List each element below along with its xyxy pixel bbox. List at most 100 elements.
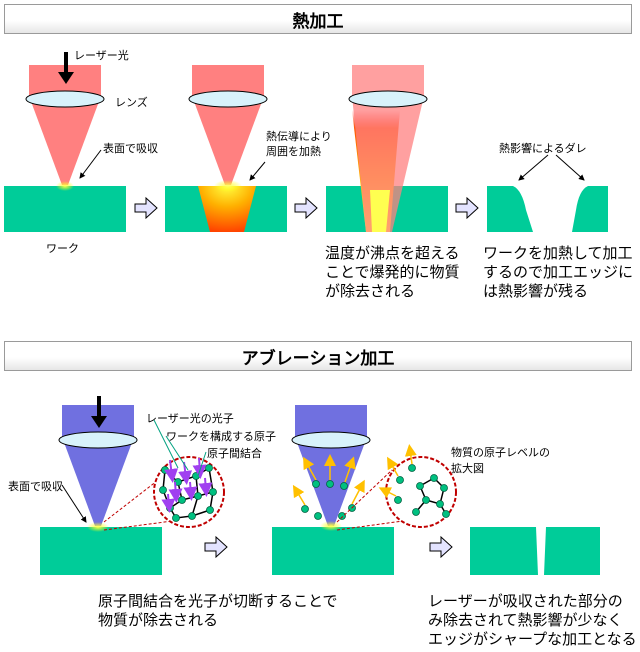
work-block bbox=[272, 527, 394, 575]
haz-pointer bbox=[518, 154, 549, 181]
boil-caption-line1: 温度が沸点を超える bbox=[325, 244, 460, 262]
lens-icon bbox=[25, 90, 105, 108]
laser-arrow-head-icon bbox=[91, 416, 107, 428]
atoms bbox=[394, 464, 450, 518]
atom-dot bbox=[412, 508, 420, 516]
result-caption-line2: するので加工エッジに bbox=[483, 263, 634, 281]
heated-zone bbox=[198, 186, 256, 232]
haz-pointer bbox=[555, 154, 585, 181]
atom-dot bbox=[159, 486, 167, 494]
zoom-guide bbox=[103, 519, 181, 531]
photon-arrow bbox=[183, 481, 198, 501]
ablation-result-line1: レーザーが吸収された部分の bbox=[428, 592, 623, 610]
ablation-stage-1 bbox=[40, 396, 225, 575]
zoom-guide bbox=[336, 519, 411, 531]
atom-dot bbox=[194, 492, 202, 500]
bond-caption-line2: 物質が除去される bbox=[98, 611, 219, 629]
result-caption-line1: ワークを加熱して加工 bbox=[483, 244, 633, 262]
heat-label-line1: 熱伝導により bbox=[266, 130, 332, 143]
absorb-spot bbox=[87, 522, 109, 532]
magnified-label-line2: 拡大図 bbox=[451, 462, 484, 475]
atom-dot bbox=[188, 512, 196, 520]
absorb-label: 表面で吸収 bbox=[103, 142, 158, 155]
next-arrow-icon bbox=[294, 196, 318, 220]
magnified-label-line1: 物質の原子レベルの bbox=[451, 446, 550, 459]
ablation-section-title: アブレーション加工 bbox=[4, 341, 632, 371]
atom-dot bbox=[394, 496, 402, 504]
photon-arrow bbox=[164, 459, 179, 483]
next-arrow-icon bbox=[429, 535, 453, 559]
ejected-arrows bbox=[378, 444, 417, 499]
atom-dot bbox=[338, 512, 346, 520]
photon-arrow bbox=[161, 493, 176, 513]
atom-dot bbox=[301, 505, 309, 513]
atom-dot bbox=[326, 480, 334, 488]
work-right-part bbox=[572, 186, 608, 232]
ablation-stage-2 bbox=[272, 405, 457, 575]
atom-dot bbox=[178, 496, 186, 504]
next-arrow-icon bbox=[134, 196, 158, 220]
atom-dot bbox=[172, 514, 180, 522]
ejected-atoms bbox=[292, 454, 365, 506]
heat-label-line2: 周囲を加熱 bbox=[266, 145, 321, 158]
atom-dot bbox=[166, 504, 174, 512]
thermal-section-title: 熱加工 bbox=[4, 4, 632, 34]
atom-dot bbox=[161, 466, 169, 474]
atom-dot bbox=[312, 480, 320, 488]
heat-spot bbox=[214, 180, 242, 192]
thermal-stage-1 bbox=[4, 52, 126, 232]
lens-label: レンズ bbox=[115, 96, 148, 109]
atom-dot bbox=[314, 512, 322, 520]
label-pointers bbox=[153, 419, 207, 477]
atom-dot bbox=[209, 488, 217, 496]
work-label: ワーク bbox=[46, 242, 79, 255]
atom-dot bbox=[422, 496, 430, 504]
absorb-pointer bbox=[79, 149, 102, 179]
photon-arrow bbox=[168, 481, 183, 503]
atom-dot bbox=[205, 464, 213, 472]
work-block bbox=[40, 527, 162, 575]
laser-beam bbox=[192, 65, 264, 185]
lens-icon bbox=[348, 90, 428, 108]
absorb-spot bbox=[320, 521, 342, 531]
bond-label: 原子間結合 bbox=[207, 447, 262, 460]
ablation-result-line2: み除去されて熱影響が少なく bbox=[428, 611, 623, 629]
lens-icon bbox=[58, 431, 138, 449]
boil-caption-line2: ことで爆発的に物質 bbox=[325, 263, 460, 281]
work-block bbox=[4, 186, 126, 232]
atom-dot bbox=[430, 474, 438, 482]
laser-beam bbox=[352, 65, 424, 232]
next-arrow-icon bbox=[455, 196, 479, 220]
boil-caption-line3: が除去される bbox=[325, 282, 416, 300]
photon-arrow bbox=[198, 477, 213, 497]
ablation-result-line3: エッジがシャープな加工となる bbox=[428, 630, 637, 648]
bond-caption-line1: 原子間結合を光子が切断することで bbox=[98, 592, 338, 610]
absorb-label-2: 表面で吸収 bbox=[8, 480, 63, 493]
atom-dot bbox=[408, 464, 416, 472]
thermal-stage-3 bbox=[326, 65, 448, 232]
atom-dot bbox=[416, 482, 424, 490]
atom-dot bbox=[340, 482, 348, 490]
lens-icon bbox=[291, 431, 371, 449]
result-caption-line3: は熱影響が残る bbox=[483, 282, 589, 300]
work-left-part bbox=[470, 527, 538, 575]
heat-pointer bbox=[249, 161, 266, 181]
atom-dot bbox=[206, 506, 214, 514]
work-left-part bbox=[487, 186, 533, 232]
absorb-pointer bbox=[61, 484, 87, 523]
laser-arrow-head-icon bbox=[58, 72, 74, 84]
thermal-stage-4 bbox=[487, 154, 608, 232]
atom-dot bbox=[396, 476, 404, 484]
laser-label: レーザー光 bbox=[74, 49, 129, 62]
ablation-stage-3 bbox=[470, 527, 600, 575]
next-arrow-icon bbox=[204, 535, 228, 559]
atom-dot bbox=[440, 484, 448, 492]
photon-label: レーザー光の光子 bbox=[146, 412, 234, 425]
laser-beam bbox=[29, 65, 101, 185]
haz-label: 熱影響によるダレ bbox=[499, 142, 587, 155]
boil-core bbox=[370, 190, 390, 232]
atom-dot bbox=[442, 510, 450, 518]
work-right-part bbox=[544, 527, 600, 575]
zoom-guide bbox=[336, 469, 393, 523]
